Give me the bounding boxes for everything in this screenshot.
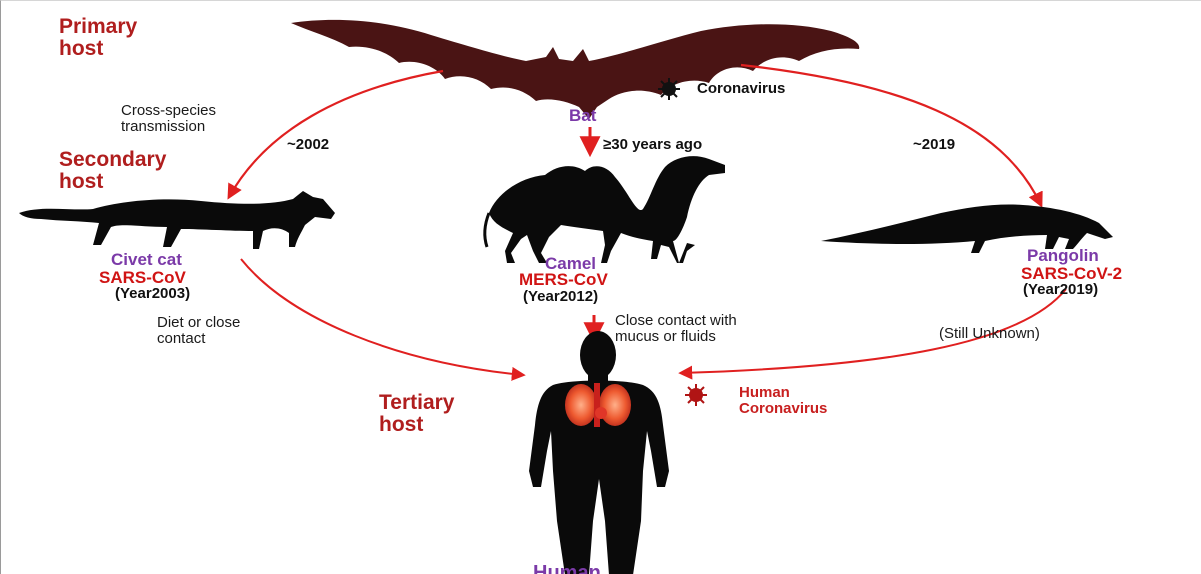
camel-virus: MERS-CoV <box>519 271 608 289</box>
time-pangolin-label: ~2019 <box>913 137 955 153</box>
human-coronavirus-icon <box>685 384 707 406</box>
human-lungs-icon <box>565 383 631 427</box>
time-civet-label: ~2002 <box>287 137 329 153</box>
arrow-bat-to-civet <box>229 71 443 197</box>
coronavirus-label: Coronavirus <box>697 81 785 97</box>
arrow-bat-to-pangolin <box>741 65 1041 205</box>
pangolin-year: (Year2019) <box>1023 282 1098 298</box>
pangolin-name: Pangolin <box>1027 247 1099 265</box>
human-label: Human <box>533 563 601 574</box>
camel-silhouette <box>489 156 725 263</box>
arrow-civet-to-human <box>241 259 523 375</box>
camel-year: (Year2012) <box>523 289 598 305</box>
civet-name: Civet cat <box>111 251 182 269</box>
time-camel-label: ≥30 years ago <box>603 137 702 153</box>
coronavirus-icon <box>658 78 680 100</box>
civet-cat-silhouette <box>19 191 335 249</box>
human-silhouette <box>529 331 669 574</box>
still-unknown-label: (Still Unknown) <box>939 326 1040 342</box>
bat-label: Bat <box>569 107 596 125</box>
civet-year: (Year2003) <box>115 286 190 302</box>
